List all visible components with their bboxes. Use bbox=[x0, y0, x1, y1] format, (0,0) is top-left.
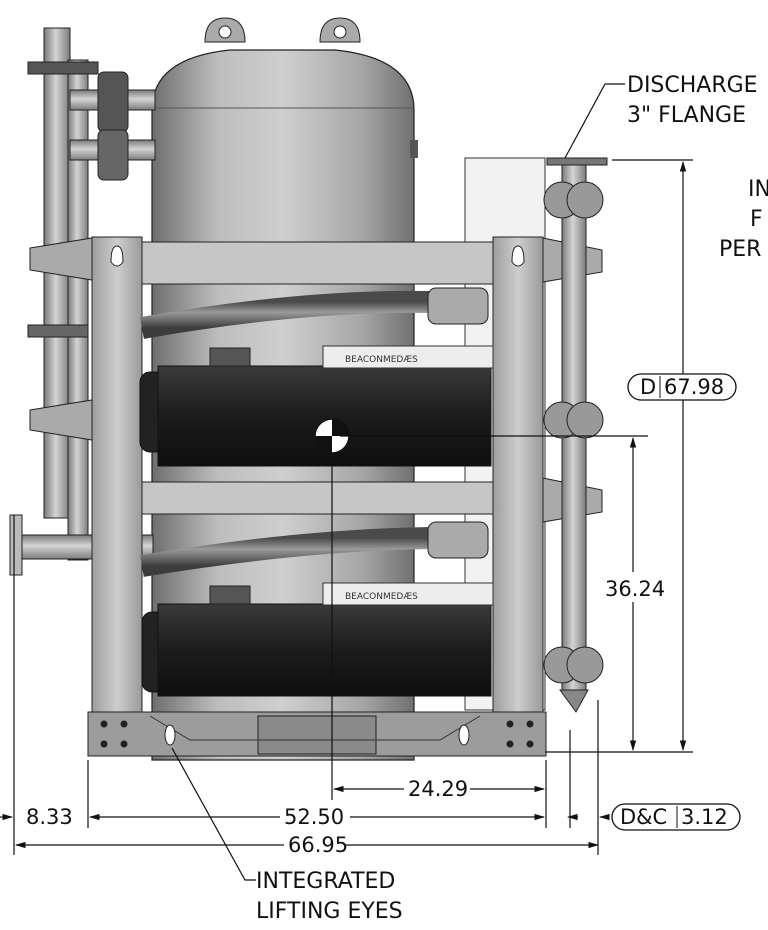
upper-hose bbox=[140, 290, 431, 339]
center-height-value: 36.24 bbox=[605, 577, 665, 601]
cutoff-callout-line3: PER bbox=[719, 237, 761, 262]
dimension-label-backgrounds bbox=[22, 572, 662, 858]
cutoff-callout-line1: IN bbox=[748, 177, 768, 202]
lifting-callout-line1: INTEGRATED bbox=[256, 869, 395, 894]
upper-vacuum-pump bbox=[139, 345, 494, 467]
riser-width-prefix: D&C bbox=[620, 805, 667, 829]
tank-lifting-lugs bbox=[204, 17, 361, 43]
base-skid bbox=[87, 711, 547, 757]
discharge-callout-line1: DISCHARGE bbox=[627, 73, 758, 98]
left-offset-value: 8.33 bbox=[26, 805, 73, 829]
overall-height-tag bbox=[627, 373, 737, 401]
overall-height-value: 67.98 bbox=[664, 375, 724, 399]
center-offset-value: 24.29 bbox=[408, 777, 468, 801]
skid-frame bbox=[29, 236, 603, 713]
top-brand-label: BEACONMEDÆS bbox=[345, 355, 418, 365]
lower-vacuum-pump bbox=[141, 582, 494, 697]
overall-height-prefix: D bbox=[640, 375, 656, 399]
riser-width-value: 3.12 bbox=[681, 805, 728, 829]
discharge-callout-line2: 3" FLANGE bbox=[627, 103, 746, 128]
lower-hose bbox=[140, 527, 431, 577]
cutoff-callout-line2: F bbox=[750, 207, 763, 232]
frame-width-value: 52.50 bbox=[284, 805, 344, 829]
bottom-brand-label: BEACONMEDÆS bbox=[345, 592, 418, 602]
riser-width-tag bbox=[611, 803, 741, 831]
overall-width-value: 66.95 bbox=[288, 833, 348, 857]
lifting-callout-line2: LIFTING EYES bbox=[256, 899, 403, 924]
discharge-riser bbox=[543, 157, 608, 713]
